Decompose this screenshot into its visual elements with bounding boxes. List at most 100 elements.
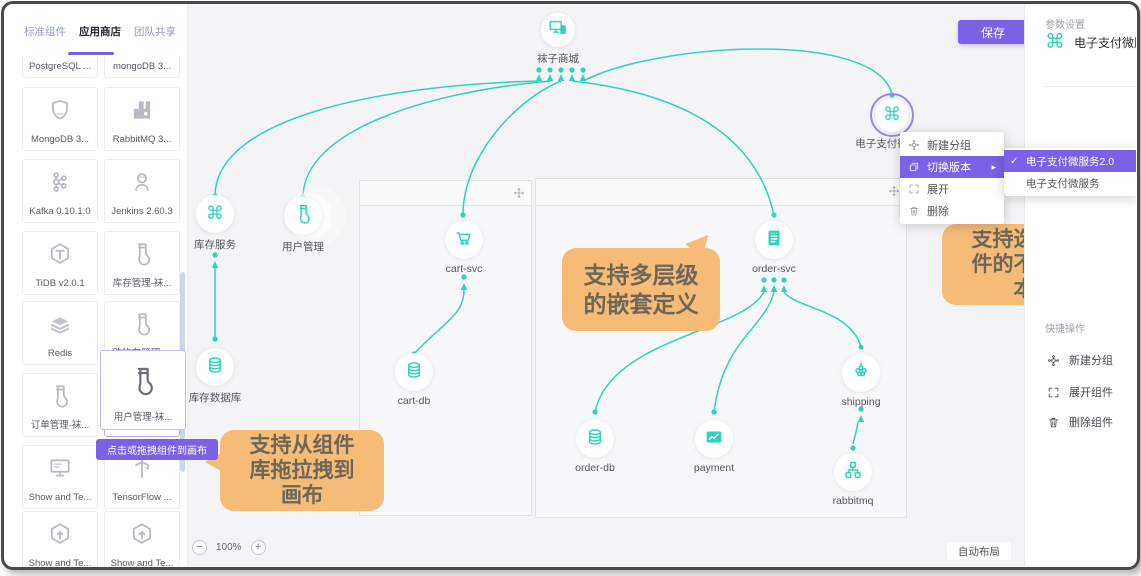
quick-action-删除组件[interactable]: 删除组件	[1047, 414, 1113, 430]
node-label: order-svc	[752, 263, 796, 275]
tab-app-store[interactable]: 应用商店	[79, 26, 121, 38]
db-icon	[204, 354, 226, 381]
component-label: Show and Te...	[28, 558, 92, 566]
component-label: 订单管理-袜...	[30, 420, 90, 431]
sock-icon	[105, 308, 179, 340]
trash-icon	[1047, 416, 1060, 429]
component-card[interactable]: mongoDB 3...	[104, 56, 180, 78]
component-label: Jenkins 2.60.3	[111, 206, 173, 217]
component-label: TensorFlow ...	[112, 492, 172, 503]
menu-item-label: 展开	[927, 184, 949, 196]
rabbit-icon	[105, 94, 179, 126]
redis-icon	[23, 308, 97, 340]
command-icon: ⌘	[883, 104, 901, 124]
component-card[interactable]: Show and Te...	[104, 511, 180, 566]
quick-action-新建分组[interactable]: 新建分组	[1047, 352, 1113, 368]
component-card[interactable]: PostgreSQL ...	[22, 56, 98, 78]
component-card[interactable]: Redis	[22, 301, 98, 365]
node-order-db[interactable]	[576, 420, 614, 458]
monitor-icon	[23, 452, 97, 484]
component-label: TiDB v2.0.1	[35, 278, 85, 289]
node-order-svc[interactable]	[755, 221, 793, 259]
ghost-label: 用户管理-袜...	[113, 412, 173, 423]
callout-drag-drop: 支持从组件 库拖拉拽到 画布	[205, 430, 384, 511]
component-label: Kafka 0.10.1.0	[29, 206, 91, 217]
component-library-sidebar: 标准组件 应用商店 团队共享 PostgreSQL ... mongoDB 3..…	[2, 2, 188, 566]
component-card[interactable]: MongoDB 3...	[22, 87, 98, 151]
cart-group-header[interactable]	[360, 181, 531, 206]
version-option-电子支付微服务[interactable]: 电子支付微服务	[1004, 172, 1136, 194]
version-submenu: ✓电子支付微服务2.0 电子支付微服务	[1004, 148, 1136, 196]
order-group-header[interactable]	[536, 179, 906, 206]
node-电子支付微服务[interactable]: ⌘	[870, 93, 914, 137]
node-库存服务[interactable]: ⌘	[196, 195, 234, 233]
move-icon[interactable]	[513, 186, 525, 204]
move-icon[interactable]	[888, 184, 900, 202]
menu-item-展开[interactable]: 展开	[900, 178, 1004, 200]
hexup-icon	[105, 518, 179, 550]
component-card[interactable]: Show and Te...	[22, 511, 98, 566]
node-cart-svc[interactable]	[445, 221, 483, 259]
auto-layout-button[interactable]: 自动布局	[947, 542, 1011, 560]
panel-divider	[1043, 86, 1135, 87]
node-label: 袜子商城	[537, 53, 579, 65]
version-option-电子支付微服务2.0[interactable]: ✓电子支付微服务2.0	[1004, 150, 1136, 172]
dragged-component-ghost[interactable]: 用户管理-袜...	[100, 350, 186, 430]
command-icon: ⌘	[1045, 32, 1065, 52]
library-tabs: 标准组件 应用商店 团队共享	[24, 24, 176, 39]
save-button[interactable]: 保存	[958, 20, 1024, 44]
component-card[interactable]: Kafka 0.10.1.0	[22, 159, 98, 223]
node-label: 库存数据库	[188, 392, 242, 404]
card-icon	[703, 426, 725, 453]
quick-action-label: 展开组件	[1069, 387, 1113, 399]
component-card[interactable]: TiDB v2.0.1	[22, 231, 98, 295]
component-card-list: PostgreSQL ... mongoDB 3... MongoDB 3... Ra…	[14, 56, 182, 566]
component-label: MongoDB 3...	[30, 134, 90, 145]
shield-icon	[23, 94, 97, 126]
component-card[interactable]: 库存管理-袜...	[104, 231, 180, 295]
node-shipping[interactable]	[842, 354, 880, 392]
menu-item-label: 删除	[927, 206, 949, 218]
node-rabbitmq[interactable]	[834, 453, 872, 491]
trash-icon	[908, 205, 920, 217]
quick-action-展开组件[interactable]: 展开组件	[1047, 384, 1113, 400]
component-card[interactable]: 订单管理-袜...	[22, 373, 98, 437]
active-tab-underline	[68, 52, 114, 55]
drag-hint-tooltip: 点击或拖拽组件到画布	[96, 439, 218, 460]
component-card[interactable]: RabbitMQ 3...	[104, 87, 180, 151]
node-label: 库存服务	[194, 239, 236, 251]
menu-item-新建分组[interactable]: 新建分组	[900, 134, 1004, 156]
component-card[interactable]: Show and Te...	[22, 445, 98, 509]
tab-standard-components[interactable]: 标准组件	[24, 26, 66, 38]
node-label: cart-db	[397, 395, 431, 407]
jenkins-icon	[105, 166, 179, 198]
zoom-in-button[interactable]: +	[250, 540, 266, 555]
component-label: RabbitMQ 3...	[112, 134, 172, 145]
component-card[interactable]: Jenkins 2.60.3	[104, 159, 180, 223]
node-label: payment	[693, 462, 735, 474]
callout-nested-definition: 支持多层级 的嵌套定义	[562, 227, 720, 331]
selected-component-row[interactable]: ⌘ 电子支付微服务	[1045, 32, 1136, 52]
node-用户管理[interactable]	[284, 197, 322, 235]
menu-item-label: 新建分组	[927, 140, 971, 152]
node-label: shipping	[841, 396, 881, 408]
menu-item-切换版本[interactable]: 切换版本▸	[900, 156, 1004, 178]
node-payment[interactable]	[695, 420, 733, 458]
node-label: cart-svc	[445, 263, 483, 275]
devices-icon	[547, 17, 569, 44]
group-icon	[1047, 354, 1060, 367]
node-cart-db[interactable]	[395, 353, 433, 391]
version-option-label: 电子支付微服务	[1026, 177, 1100, 190]
zoom-level: 100%	[216, 542, 242, 553]
quick-actions-title: 快捷操作	[1045, 324, 1085, 335]
tab-team-share[interactable]: 团队共享	[134, 26, 176, 38]
node-袜子商城[interactable]	[541, 13, 575, 47]
menu-item-删除[interactable]: 删除	[900, 200, 1004, 222]
command-icon: ⌘	[206, 203, 224, 223]
component-label: PostgreSQL ...	[29, 61, 91, 72]
kafka-icon	[23, 166, 97, 198]
component-label: Show and Te...	[110, 558, 174, 566]
zoom-out-button[interactable]: −	[192, 540, 207, 555]
node-库存数据库[interactable]	[196, 348, 234, 386]
